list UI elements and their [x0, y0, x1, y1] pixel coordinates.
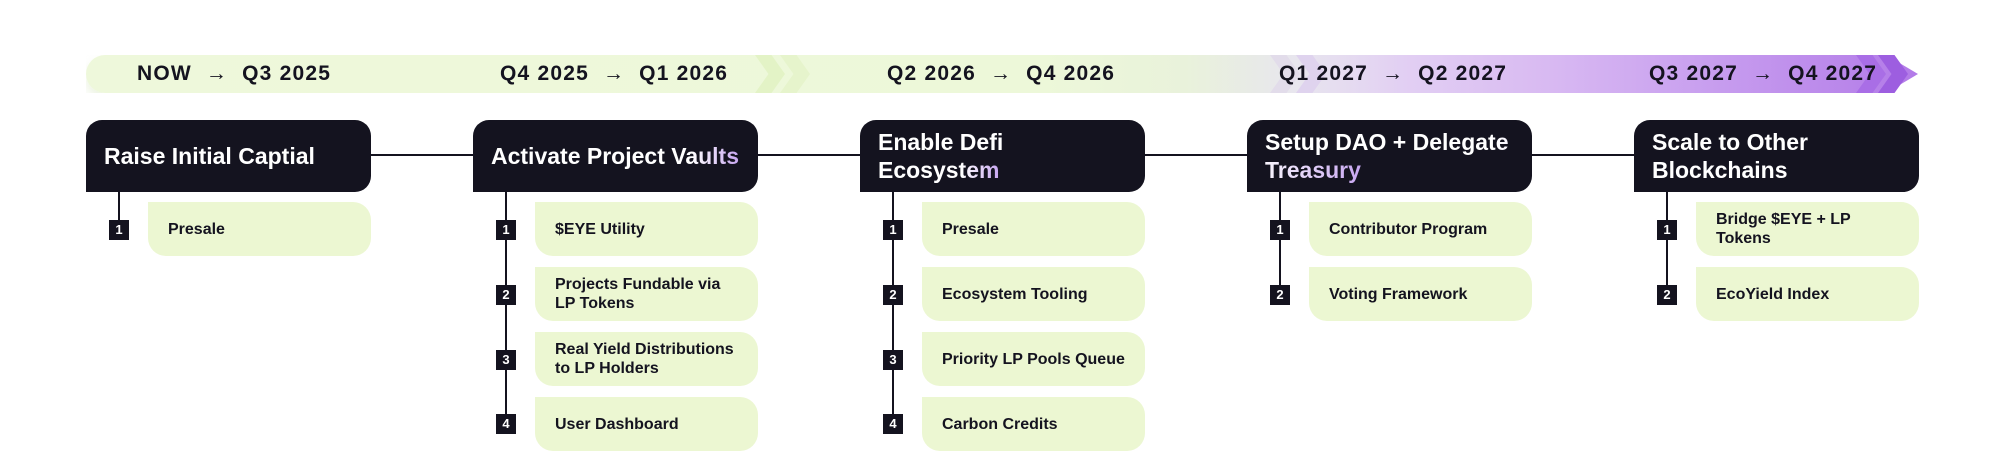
milestone-item: Real Yield Distributions to LP Holders [535, 332, 758, 386]
item-number-badge: 2 [1657, 285, 1677, 305]
phase-title-highlight: Vaults [671, 143, 740, 169]
phase-vertical-line [118, 192, 120, 230]
phase-title-text: Activate Project [491, 143, 672, 169]
period-start: Q2 2026 [887, 62, 976, 85]
period-end: Q3 2025 [242, 62, 332, 85]
phase-title-card: Scale to Other Blockchains [1634, 120, 1919, 192]
milestone-item: EcoYield Index [1696, 267, 1919, 321]
period-end: Q2 2027 [1418, 62, 1508, 85]
phase-title-text: Enable Defi Ecosy [878, 129, 1004, 183]
item-number-badge: 2 [1270, 285, 1290, 305]
milestone-item: Carbon Credits [922, 397, 1145, 451]
timeline-period-4: Q1 2027 → Q2 2027 [1279, 59, 1507, 89]
phase-vertical-line [892, 192, 894, 424]
period-start: NOW [137, 62, 192, 85]
timeline-period-1: NOW → Q3 2025 [137, 59, 331, 89]
timeline-period-5: Q3 2027 → Q4 2027 [1649, 59, 1877, 89]
phase-connector [1145, 154, 1247, 156]
phase-title: Enable Defi Ecosystem [878, 128, 1127, 184]
arrow-right-icon: → [1381, 62, 1405, 85]
item-number-badge: 1 [1270, 220, 1290, 240]
period-start: Q4 2025 [500, 62, 589, 85]
phase-title: Raise Initial Captial [104, 142, 315, 170]
phase-title: Activate Project Vaults [491, 142, 739, 170]
milestone-item: Priority LP Pools Queue [922, 332, 1145, 386]
period-end: Q4 2026 [1026, 62, 1116, 85]
phase-vertical-line [1279, 192, 1281, 294]
item-number-badge: 4 [883, 414, 903, 434]
milestone-item: Presale [148, 202, 371, 256]
item-number-badge: 4 [496, 414, 516, 434]
item-number-badge: 1 [496, 220, 516, 240]
phase-title-text: Scale to Other Blockchains [1652, 129, 1808, 183]
period-end: Q4 2027 [1788, 62, 1878, 85]
phase-title-highlight: stem [945, 157, 1000, 183]
milestone-item: Contributor Program [1309, 202, 1532, 256]
milestone-item: Projects Fundable via LP Tokens [535, 267, 758, 321]
item-number-badge: 1 [109, 220, 129, 240]
phase-title-card: Setup DAO + Delegate Treasury [1247, 120, 1532, 192]
phase-connector [371, 154, 473, 156]
milestone-item: Bridge $EYE + LP Tokens [1696, 202, 1919, 256]
phase-vertical-line [505, 192, 507, 424]
timeline-period-3: Q2 2026 → Q4 2026 [887, 59, 1115, 89]
milestone-item: User Dashboard [535, 397, 758, 451]
phase-title-card: Activate Project Vaults [473, 120, 758, 192]
phase-title: Setup DAO + Delegate Treasury [1265, 128, 1514, 184]
arrow-right-icon: → [205, 62, 229, 85]
milestone-item: Presale [922, 202, 1145, 256]
phase-title-text: Setup DAO + Del [1265, 129, 1449, 155]
phase-connector [758, 154, 860, 156]
arrow-right-icon: → [1751, 62, 1775, 85]
item-number-badge: 1 [1657, 220, 1677, 240]
item-number-badge: 2 [883, 285, 903, 305]
phase-title: Scale to Other Blockchains [1652, 128, 1901, 184]
item-number-badge: 3 [496, 350, 516, 370]
period-start: Q3 2027 [1649, 62, 1738, 85]
timeline-period-2: Q4 2025 → Q1 2026 [500, 59, 728, 89]
timeline-band [86, 55, 1918, 93]
phase-title-highlight: egate Treasury [1265, 129, 1509, 183]
item-number-badge: 2 [496, 285, 516, 305]
arrow-right-icon: → [602, 62, 626, 85]
milestone-item: $EYE Utility [535, 202, 758, 256]
period-end: Q1 2026 [639, 62, 729, 85]
milestone-item: Ecosystem Tooling [922, 267, 1145, 321]
milestone-item: Voting Framework [1309, 267, 1532, 321]
arrow-right-icon: → [989, 62, 1013, 85]
phase-title-card: Enable Defi Ecosystem [860, 120, 1145, 192]
phase-vertical-line [1666, 192, 1668, 294]
phase-connector [1532, 154, 1634, 156]
period-start: Q1 2027 [1279, 62, 1368, 85]
item-number-badge: 1 [883, 220, 903, 240]
item-number-badge: 3 [883, 350, 903, 370]
phase-title-card: Raise Initial Captial [86, 120, 371, 192]
phase-title-text: Raise Initial Captial [104, 143, 315, 169]
